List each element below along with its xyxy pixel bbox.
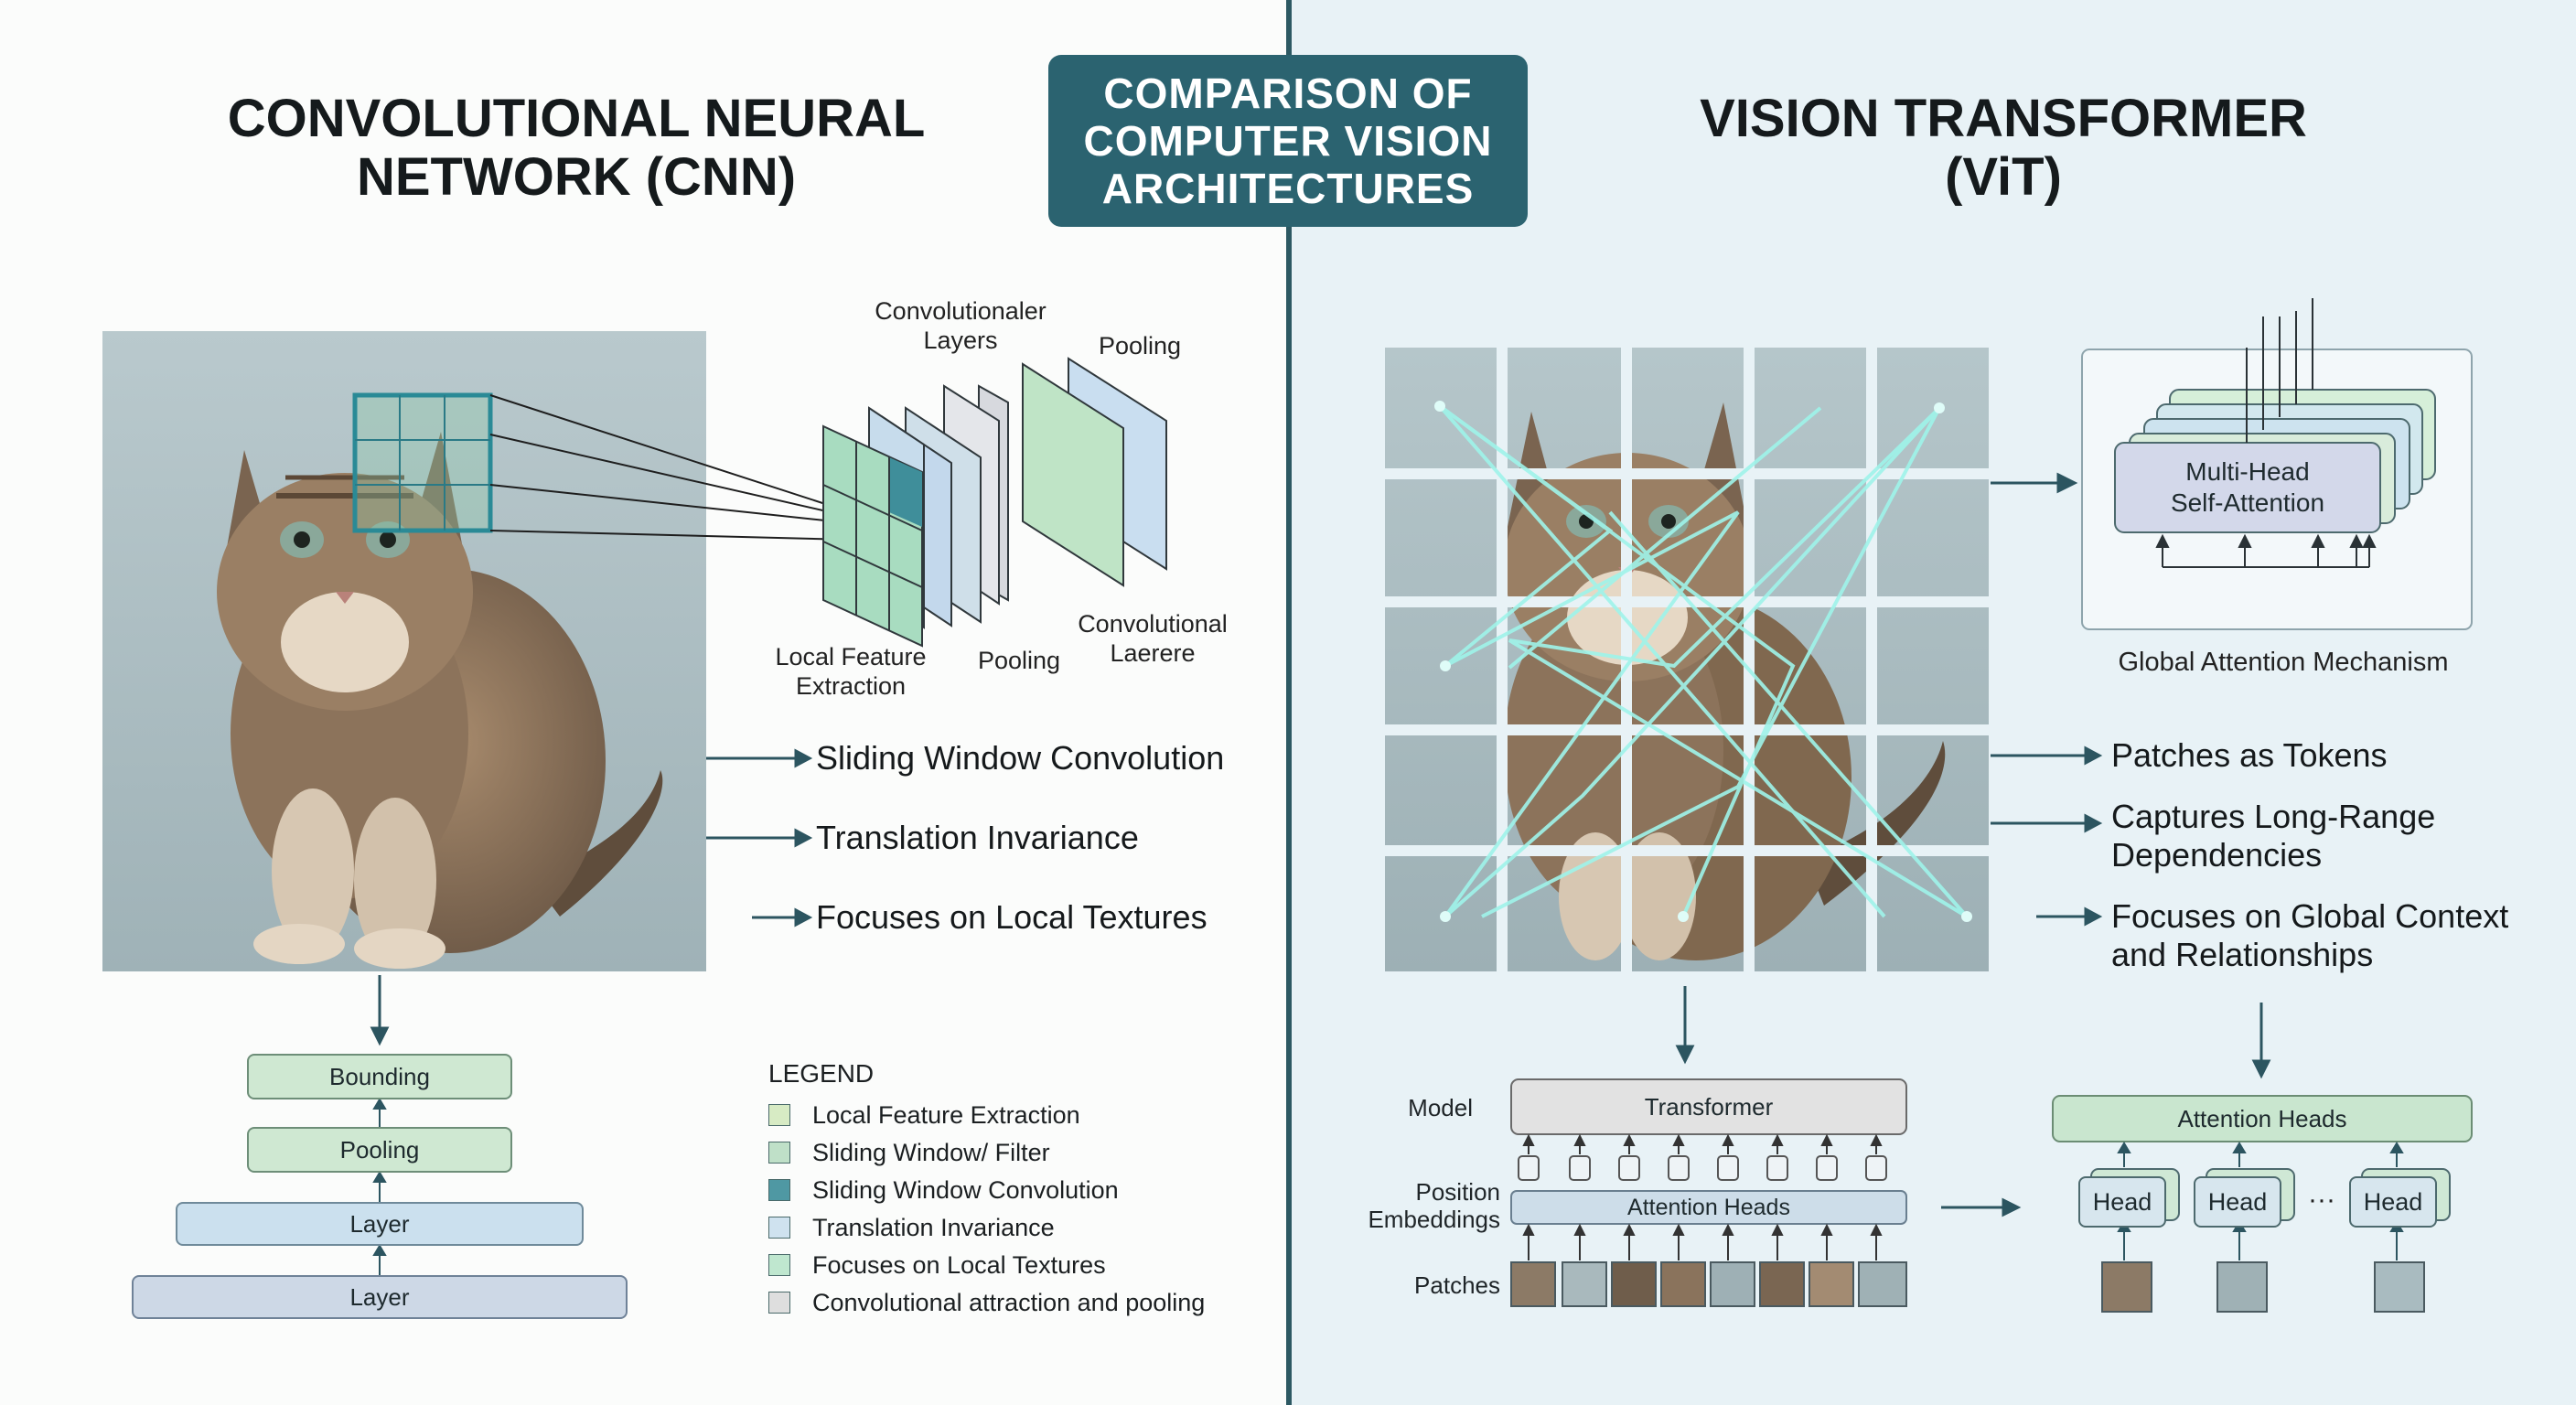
heads-ellipsis: ··· [2308, 1185, 2335, 1215]
patch-thumbnails [1510, 1261, 1907, 1307]
position-embeddings-label: Position Embeddings [1368, 1178, 1500, 1233]
feature-map-grid [822, 424, 923, 648]
legend-swatch [768, 1142, 790, 1164]
filter-projection-lines [489, 394, 852, 541]
legend-item-local-feature: Local Feature Extraction [768, 1099, 1080, 1131]
head-patch-thumbnails [2101, 1261, 2425, 1313]
cnn-bullet-sliding-window: Sliding Window Convolution [816, 739, 1225, 777]
legend-label: Convolutional attraction and pooling [812, 1288, 1206, 1316]
legend-item-translation: Translation Invariance [768, 1212, 1055, 1243]
patch-grid-gaps [1385, 348, 1989, 971]
pipeline-up-arrows [1522, 1133, 1883, 1260]
conv-slab-green [1022, 362, 1124, 587]
transformer-box-bg [1510, 1078, 1907, 1135]
cnn-bullet-translation-invariance: Translation Invariance [816, 819, 1139, 856]
attention-heads-bg [2052, 1095, 2473, 1142]
cnn-bullet-arrows [706, 748, 813, 928]
cat-illustration [102, 331, 706, 971]
legend-label: Translation Invariance [812, 1213, 1055, 1241]
cnn-down-arrow [370, 975, 390, 1046]
label-pooling-top: Pooling [1098, 332, 1182, 359]
label-convolutional-laerere: Convolutional Laerere [1078, 610, 1228, 667]
legend-swatch [768, 1217, 790, 1239]
legend-title: LEGEND [768, 1059, 875, 1088]
global-attention-caption: Global Attention Mechanism [2118, 648, 2449, 677]
label-local-feature-extraction: Local Feature Extraction [775, 643, 927, 700]
legend-label: Focuses on Local Textures [812, 1250, 1106, 1279]
mhsa-input-lines [2155, 533, 2377, 568]
vit-title: VISION TRANSFORMER (ViT) [1700, 89, 2307, 207]
patches-label: Patches [1414, 1271, 1500, 1299]
legend-swatch [768, 1104, 790, 1126]
position-embedding-tokens [1518, 1155, 1887, 1181]
legend-label: Sliding Window/ Filter [812, 1138, 1050, 1166]
attention-heads-box: Attention Heads [2177, 1104, 2347, 1132]
label-pooling-bottom: Pooling [977, 647, 1061, 674]
attention-nodes [1434, 401, 1972, 922]
cnn-bullet-local-textures: Focuses on Local Textures [816, 898, 1208, 936]
legend-label: Local Feature Extraction [812, 1100, 1080, 1129]
legend-label: Sliding Window Convolution [812, 1175, 1119, 1204]
cnn-title: CONVOLUTIONAL NEURAL NETWORK (CNN) [227, 89, 926, 207]
transformer-box: Transformer [1644, 1092, 1774, 1121]
stack-layer-lower: Layer [132, 1275, 628, 1319]
attention-heads-inner: Attention Heads [1627, 1194, 1790, 1220]
legend-swatch [768, 1292, 790, 1314]
stack-layer-upper: Layer [176, 1202, 584, 1246]
head-box-1: Head [2078, 1176, 2166, 1228]
label-convolutional-layers: Convolutionaler Layers [875, 297, 1046, 354]
model-label: Model [1408, 1094, 1473, 1121]
legend-item-sliding-conv: Sliding Window Convolution [768, 1174, 1119, 1206]
stack-pooling: Pooling [247, 1127, 512, 1173]
vit-bullet-long-range: Captures Long-Range Dependencies [2111, 798, 2436, 874]
comparison-badge: COMPARISON OF COMPUTER VISION ARCHITECTU… [1048, 55, 1528, 227]
mhsa-output-lines [2246, 298, 2313, 443]
head-box-2: Head [2194, 1176, 2281, 1228]
center-divider [1286, 0, 1292, 1405]
legend-item-conv-pooling: Convolutional attraction and pooling [768, 1287, 1205, 1318]
filter-window [352, 392, 493, 533]
mhsa-stack [2114, 389, 2436, 533]
vit-bullet-global-context: Focuses on Global Context and Relationsh… [2111, 897, 2509, 973]
attention-lines [1438, 404, 1969, 918]
legend-swatch [768, 1179, 790, 1201]
multi-head-self-attention: Multi-Head Self-Attention [2170, 457, 2325, 517]
stack-bounding: Bounding [247, 1054, 512, 1099]
attention-heads-inner-bg [1510, 1190, 1907, 1225]
legend-item-local-textures: Focuses on Local Textures [768, 1249, 1106, 1281]
head-box-3: Head [2349, 1176, 2437, 1228]
legend-item-sliding-filter: Sliding Window/ Filter [768, 1137, 1050, 1168]
legend-swatch [768, 1254, 790, 1276]
cnn-cat-photo [102, 331, 706, 971]
vit-bullet-patches-tokens: Patches as Tokens [2111, 736, 2388, 774]
stack-arrows [372, 1098, 387, 1275]
vit-arrows [1675, 472, 2271, 1217]
